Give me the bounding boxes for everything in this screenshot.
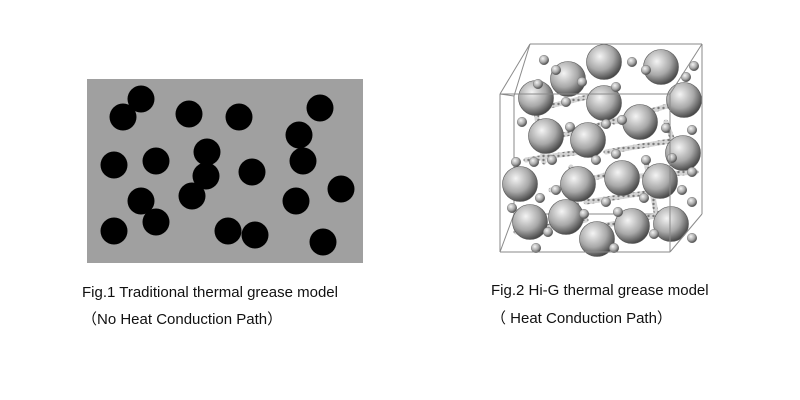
filler-particle xyxy=(309,228,337,256)
small-filler-sphere xyxy=(510,156,522,167)
small-filler-sphere xyxy=(660,122,671,133)
small-filler-sphere xyxy=(648,228,659,239)
fig1-caption: Fig.1 Traditional thermal grease model xyxy=(82,284,338,301)
small-filler-sphere xyxy=(517,116,528,127)
small-filler-sphere xyxy=(547,154,558,165)
filler-particle xyxy=(306,94,334,122)
large-filler-sphere xyxy=(579,221,615,257)
small-filler-sphere xyxy=(610,82,621,93)
small-filler-sphere xyxy=(600,196,611,207)
traditional-grease-diagram xyxy=(87,79,363,263)
filler-particle xyxy=(175,100,203,128)
small-filler-sphere xyxy=(666,152,677,163)
large-filler-sphere xyxy=(604,160,640,196)
small-filler-sphere xyxy=(576,77,587,88)
large-filler-sphere xyxy=(614,208,650,244)
filler-particle xyxy=(100,151,128,179)
small-filler-sphere xyxy=(529,156,540,167)
hi-g-grease-diagram xyxy=(499,43,703,257)
small-filler-sphere xyxy=(590,154,601,165)
large-filler-sphere xyxy=(665,135,701,171)
small-filler-sphere xyxy=(535,192,546,203)
small-filler-sphere xyxy=(616,114,627,125)
filler-particle xyxy=(214,217,242,245)
filler-particle xyxy=(109,103,137,131)
small-filler-sphere xyxy=(676,184,687,195)
filler-particle xyxy=(282,187,310,215)
cube-front-edge xyxy=(513,43,531,97)
small-filler-sphere xyxy=(543,226,554,237)
small-filler-sphere xyxy=(533,79,544,90)
filler-particle xyxy=(225,103,253,131)
large-filler-sphere xyxy=(502,166,538,202)
small-filler-sphere xyxy=(686,124,697,135)
filler-particle xyxy=(327,175,355,203)
small-filler-sphere xyxy=(626,56,637,68)
filler-particle xyxy=(289,147,317,175)
small-filler-sphere xyxy=(610,148,621,159)
small-filler-sphere xyxy=(640,65,651,76)
small-filler-sphere xyxy=(608,242,619,253)
filler-particle xyxy=(127,187,155,215)
small-filler-sphere xyxy=(688,61,699,72)
large-filler-sphere xyxy=(653,206,689,242)
small-filler-sphere xyxy=(531,242,542,253)
large-filler-sphere xyxy=(548,199,584,235)
large-filler-sphere xyxy=(512,204,548,240)
large-filler-sphere xyxy=(560,166,596,202)
small-filler-sphere xyxy=(551,184,562,195)
small-filler-sphere xyxy=(638,192,649,203)
filler-particle xyxy=(241,221,269,249)
fig2-subcaption: （ Heat Conduction Path） xyxy=(491,310,672,327)
large-filler-sphere xyxy=(570,122,606,158)
filler-particle xyxy=(193,138,221,166)
cube-front-edge xyxy=(669,213,703,253)
filler-particle xyxy=(178,182,206,210)
small-filler-sphere xyxy=(686,232,697,243)
cube-front-edge xyxy=(499,43,531,95)
filler-particle xyxy=(100,217,128,245)
small-filler-sphere xyxy=(564,121,575,132)
large-filler-sphere xyxy=(666,82,702,118)
filler-particle xyxy=(192,162,220,190)
large-filler-sphere xyxy=(528,118,564,154)
small-filler-sphere xyxy=(506,202,518,213)
small-filler-sphere xyxy=(560,97,571,108)
large-filler-sphere xyxy=(586,44,622,80)
filler-particle xyxy=(238,158,266,186)
filler-particle xyxy=(142,208,170,236)
cube-back-edge xyxy=(499,213,515,253)
small-filler-sphere xyxy=(686,196,697,207)
fig1-subcaption: （No Heat Conduction Path） xyxy=(82,311,283,328)
small-filler-sphere xyxy=(640,154,651,165)
filler-particle xyxy=(127,85,155,113)
small-filler-sphere xyxy=(612,206,623,217)
small-filler-sphere xyxy=(551,65,562,76)
large-filler-sphere xyxy=(622,104,658,140)
fig2-caption: Fig.2 Hi-G thermal grease model xyxy=(491,282,709,299)
small-filler-sphere xyxy=(600,118,611,129)
small-filler-sphere xyxy=(578,208,589,219)
large-filler-sphere xyxy=(642,163,678,199)
filler-particle xyxy=(142,147,170,175)
cube-front-edge xyxy=(669,43,703,95)
filler-particle xyxy=(285,121,313,149)
small-filler-sphere xyxy=(686,166,697,177)
small-filler-sphere xyxy=(539,54,550,66)
